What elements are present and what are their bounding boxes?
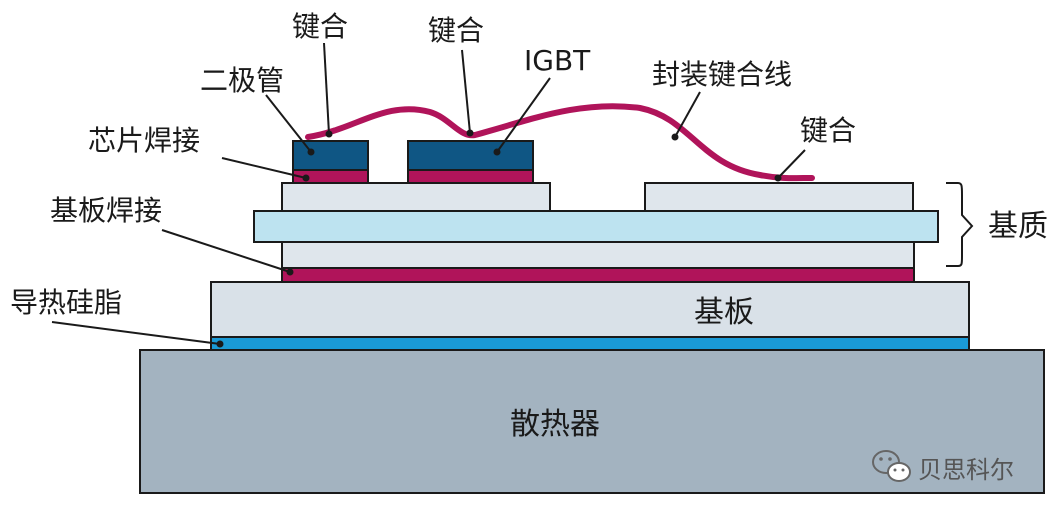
diode-chip — [292, 140, 369, 171]
label-bond-3: 键合 — [800, 114, 856, 147]
watermark: 贝思科尔 — [872, 450, 1014, 484]
bond-wire — [305, 103, 815, 182]
leader-dot-bond-3 — [774, 174, 782, 182]
wechat-icon — [872, 450, 911, 482]
leader-diode — [265, 94, 312, 153]
lower-copper-layer — [281, 241, 915, 269]
label-substrate: 基质 — [988, 209, 1048, 244]
leader-dot-diode — [307, 148, 315, 156]
leader-dot-bond-2 — [466, 129, 474, 137]
leader-dot-thermal-grease — [216, 340, 224, 348]
leader-dot-bond-1 — [325, 130, 333, 138]
leader-dot-substrate-solder — [286, 268, 294, 276]
upper-copper-pad-left — [281, 182, 551, 212]
substrate-brace — [946, 182, 974, 267]
baseplate — [210, 281, 970, 338]
leader-thermal-grease — [51, 321, 221, 345]
leader-bond-3 — [777, 149, 806, 179]
leader-bond-1 — [323, 42, 330, 135]
thermal-grease-layer — [210, 336, 970, 351]
upper-copper-pad-right — [644, 182, 914, 212]
label-thermal-grease: 导热硅脂 — [10, 286, 122, 319]
ceramic-layer — [253, 210, 939, 243]
label-substrate-solder: 基板焊接 — [50, 194, 162, 227]
leader-dot-die-solder — [302, 174, 310, 182]
leader-dot-igbt — [493, 148, 501, 156]
igbt-solder — [407, 169, 534, 184]
label-igbt: IGBT — [524, 44, 591, 77]
substrate-solder-layer — [281, 267, 915, 283]
label-baseplate: 基板 — [694, 295, 754, 330]
label-die-solder: 芯片焊接 — [88, 124, 200, 157]
leader-die-solder — [221, 157, 307, 179]
label-diode: 二极管 — [200, 64, 284, 97]
label-heatsink: 散热器 — [510, 407, 600, 442]
igbt-chip — [407, 140, 534, 171]
leader-substrate-solder — [161, 229, 291, 273]
leader-bond-2 — [461, 49, 471, 134]
leader-bond-wire — [674, 91, 701, 138]
label-bond-1: 键合 — [292, 10, 348, 43]
leader-dot-bond-wire — [671, 133, 679, 141]
label-bond-wire: 封装键合线 — [652, 58, 792, 91]
label-bond-2: 键合 — [428, 14, 484, 47]
watermark-text: 贝思科尔 — [918, 456, 1014, 484]
leader-igbt — [496, 77, 551, 153]
